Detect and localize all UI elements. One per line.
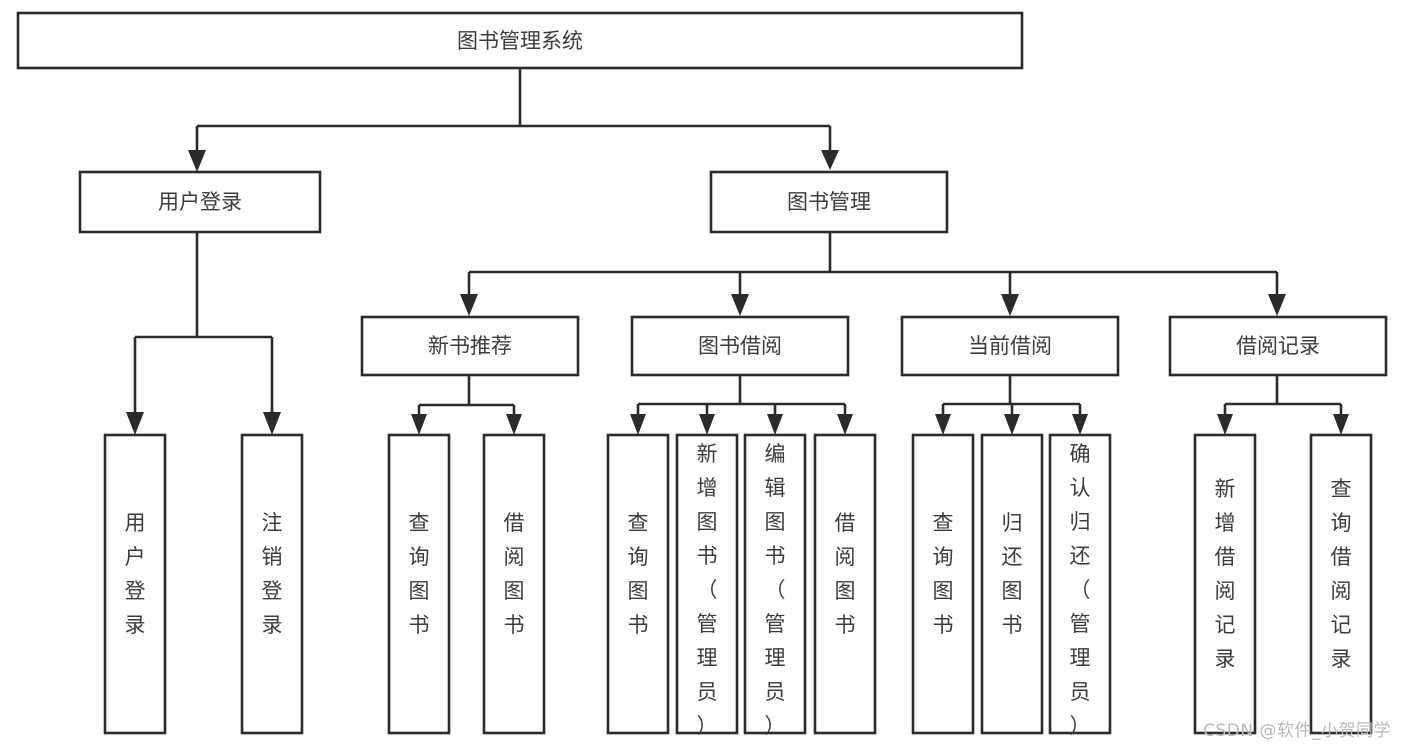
arrowhead-icon <box>263 412 281 435</box>
leaf-new-book-query[interactable]: 查询图书 <box>387 433 451 735</box>
node-book-management[interactable]: 图书管理 <box>709 170 949 234</box>
node-root-book-management-system[interactable]: 图书管理系统 <box>16 11 1024 70</box>
leaf-new-book-borrow[interactable]: 借阅图书 <box>482 433 546 735</box>
leaf-current-borrow-confirm-return[interactable]: 确认归还（管理员） <box>1048 433 1112 738</box>
node-box <box>709 170 949 234</box>
node-box <box>813 433 877 735</box>
node-label: 图书管理 <box>787 190 871 214</box>
node-box <box>482 433 546 735</box>
node-box <box>387 433 451 735</box>
leaf-borrow-record-query[interactable]: 查询借阅记录 <box>1309 433 1373 735</box>
node-box <box>980 433 1044 735</box>
node-label: 借阅图书 <box>504 511 525 637</box>
node-label: 新书推荐 <box>428 334 512 358</box>
node-label: 用户登录 <box>125 511 146 637</box>
node-book-borrow[interactable]: 图书借阅 <box>630 315 850 377</box>
node-current-borrow[interactable]: 当前借阅 <box>900 315 1120 377</box>
node-box <box>78 170 322 234</box>
node-label: 确认归还（管理员） <box>1070 442 1091 738</box>
node-label: 编辑图书（管理员） <box>765 442 786 738</box>
node-box <box>1168 315 1388 377</box>
node-borrow-record[interactable]: 借阅记录 <box>1168 315 1388 377</box>
csdn-watermark: CSDN @软件_小贺同学 <box>1203 721 1391 741</box>
arrowhead-icon <box>188 150 206 172</box>
arrowhead-icon <box>767 414 783 435</box>
leaf-current-borrow-return[interactable]: 归还图书 <box>980 433 1044 735</box>
arrowhead-icon <box>935 414 951 435</box>
node-label: 图书借阅 <box>698 334 782 358</box>
leaf-user-login-logout[interactable]: 注销登录 <box>240 433 304 735</box>
arrowhead-icon <box>506 414 522 435</box>
leaf-current-borrow-query[interactable]: 查询图书 <box>911 433 975 735</box>
arrowhead-icon <box>699 414 715 435</box>
leaf-book-borrow-add[interactable]: 新增图书（管理员） <box>675 433 739 738</box>
node-box <box>911 433 975 735</box>
node-label: 查询图书 <box>933 511 954 637</box>
arrowhead-icon <box>1333 414 1349 435</box>
node-label: 查询借阅记录 <box>1331 477 1352 671</box>
node-label: 查询图书 <box>409 511 430 637</box>
arrowhead-icon <box>1001 294 1019 316</box>
arrowhead-icon <box>126 412 144 435</box>
node-box <box>630 315 850 377</box>
node-label: 注销登录 <box>262 511 283 637</box>
arrowhead-icon <box>1268 294 1286 316</box>
node-label: 借阅图书 <box>835 511 856 637</box>
node-new-book-recommend[interactable]: 新书推荐 <box>360 315 580 377</box>
leaf-borrow-record-add[interactable]: 新增借阅记录 <box>1193 433 1257 735</box>
node-label: 查询图书 <box>628 511 649 637</box>
node-box <box>1048 433 1112 735</box>
leaf-book-borrow-borrow[interactable]: 借阅图书 <box>813 433 877 735</box>
arrowheads-group <box>126 150 1349 435</box>
leaf-user-login-login[interactable]: 用户登录 <box>103 433 167 735</box>
node-label: 新增图书（管理员） <box>697 442 718 738</box>
arrowhead-icon <box>1072 414 1088 435</box>
arrowhead-icon <box>460 294 478 316</box>
node-box <box>103 433 167 735</box>
node-box <box>606 433 670 735</box>
arrowhead-icon <box>731 294 749 316</box>
node-label: 当前借阅 <box>968 334 1052 358</box>
node-user-login[interactable]: 用户登录 <box>78 170 322 234</box>
leaf-book-borrow-edit[interactable]: 编辑图书（管理员） <box>743 433 807 738</box>
leaf-book-borrow-query[interactable]: 查询图书 <box>606 433 670 735</box>
node-label: 用户登录 <box>158 190 242 214</box>
arrowhead-icon <box>1004 414 1020 435</box>
arrowhead-icon <box>630 414 646 435</box>
node-box <box>675 433 739 735</box>
node-box <box>900 315 1120 377</box>
node-box <box>240 433 304 735</box>
node-label: 借阅记录 <box>1236 334 1320 358</box>
node-box <box>743 433 807 735</box>
node-box <box>1193 433 1257 735</box>
arrowhead-icon <box>411 414 427 435</box>
arrowhead-icon <box>1217 414 1233 435</box>
node-box <box>1309 433 1373 735</box>
node-box <box>16 11 1024 70</box>
node-label: 图书管理系统 <box>457 29 583 53</box>
node-label: 新增借阅记录 <box>1215 477 1236 671</box>
node-box <box>360 315 580 377</box>
arrowhead-icon <box>837 414 853 435</box>
node-label: 归还图书 <box>1002 511 1023 637</box>
arrowhead-icon <box>821 150 839 170</box>
